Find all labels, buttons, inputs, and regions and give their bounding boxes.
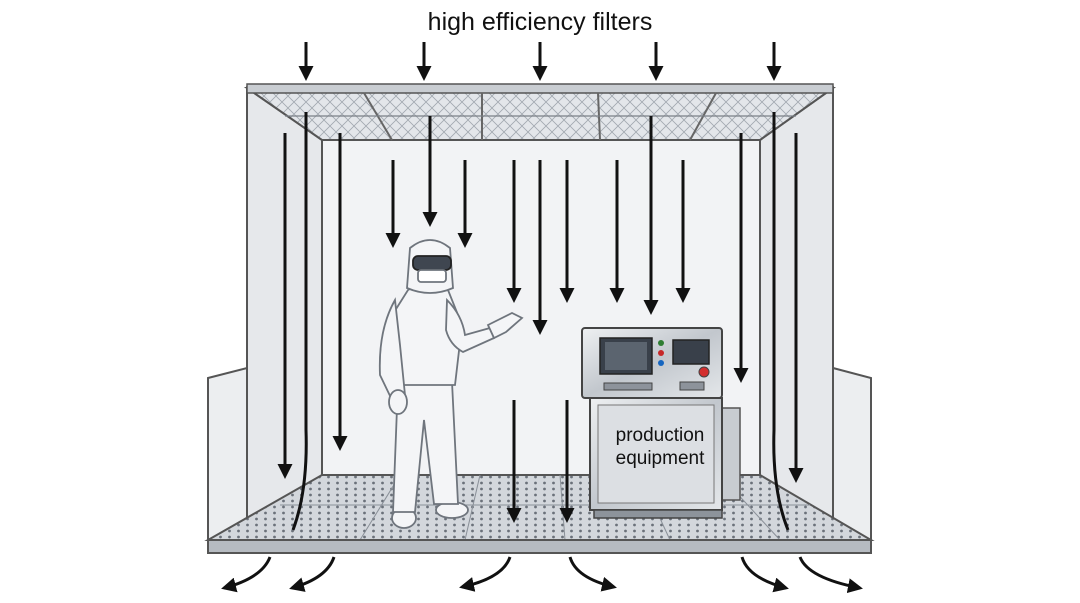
cleanroom-worker-icon [378,239,524,529]
downflow-arrows [277,112,804,531]
production-equipment [581,327,741,519]
control-screen-icon [672,339,710,365]
inflow-arrows [298,42,782,81]
equipment-label: production equipment [615,425,705,469]
down-arrow-icon [291,112,308,531]
exhaust-arrow-icon [798,556,863,594]
exhaust-arrow-icon [740,556,789,593]
exhaust-arrow-icon [289,556,336,592]
exhaust-arrows [221,556,863,594]
exhaust-arrow-icon [459,556,512,592]
exhaust-arrow-icon [568,556,617,592]
exhaust-arrow-icon [221,556,272,593]
filters-label: high efficiency filters [427,8,653,36]
ceiling-filters [243,83,837,141]
down-arrow-icon [772,112,790,531]
